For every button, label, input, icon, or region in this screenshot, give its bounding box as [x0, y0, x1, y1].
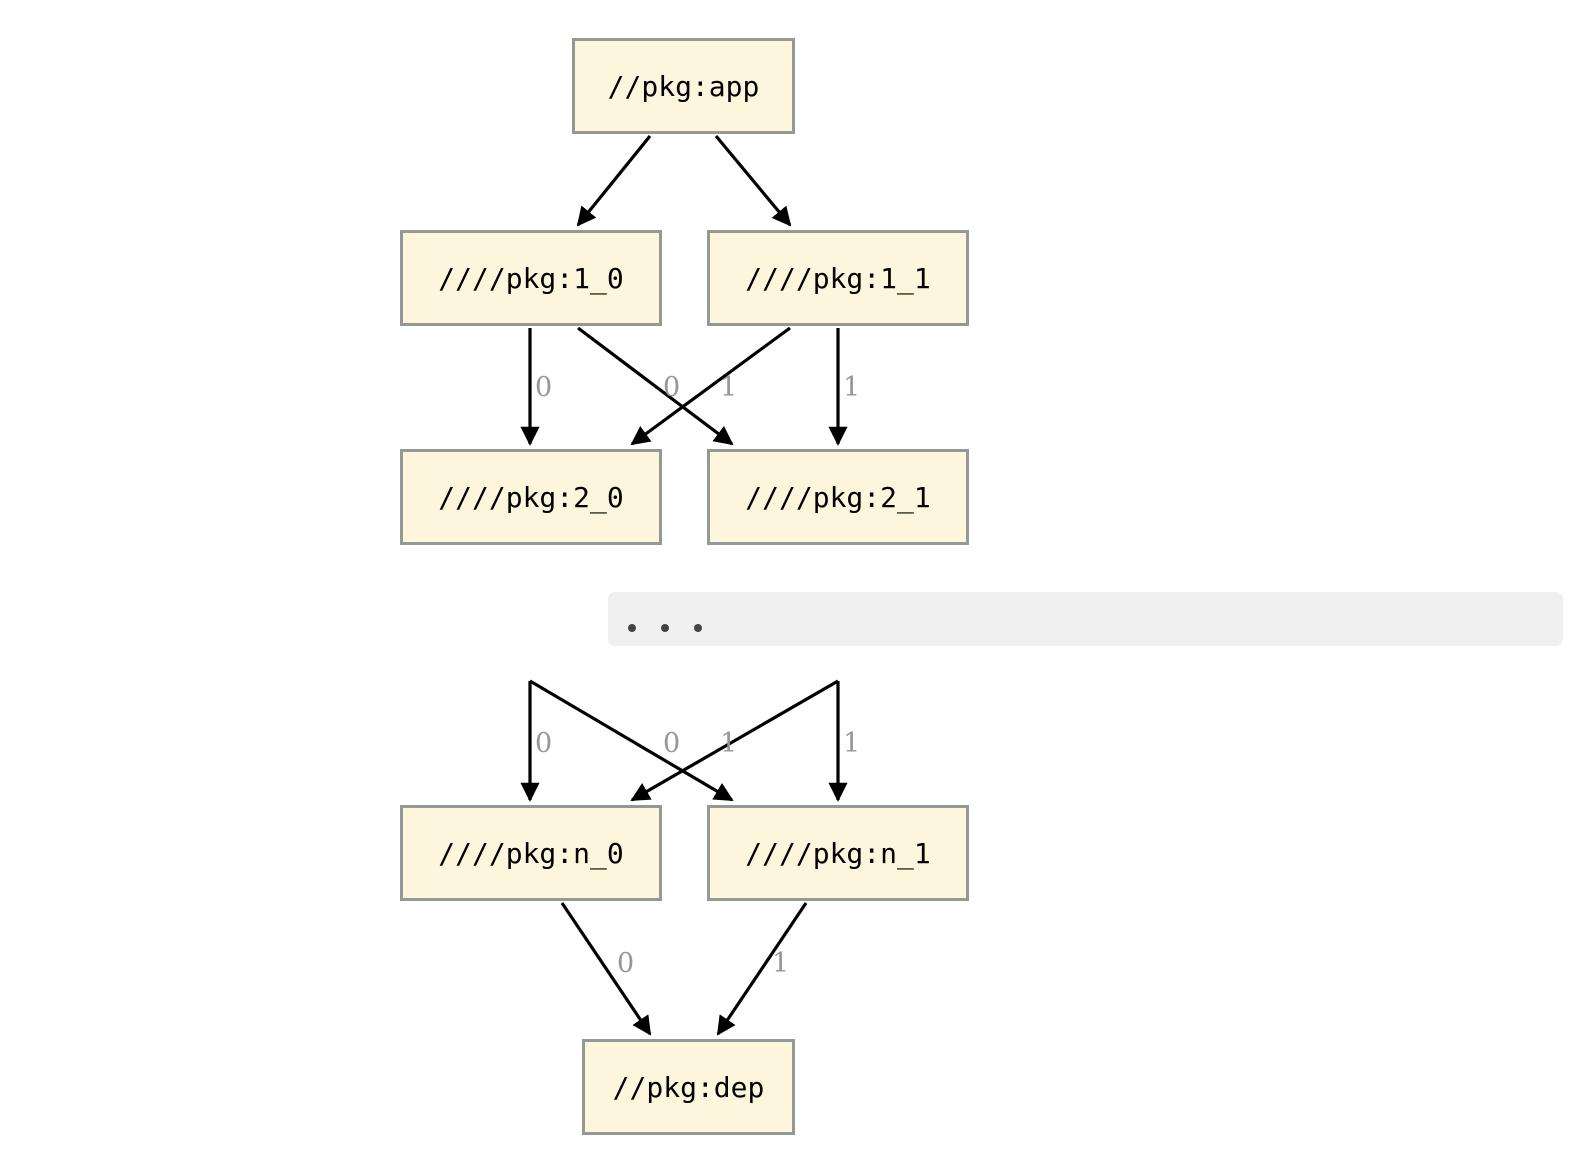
edge-label-ln_1-to-dep: 1 — [772, 948, 790, 979]
edge-hidden_b-to-ln_0 — [630, 679, 839, 802]
edge-label-ln_0-to-dep: 0 — [617, 948, 635, 979]
edge-label-l1_1-to-l2_0: 1 — [720, 372, 738, 403]
edge-label-l1_1-to-l2_1: 1 — [843, 372, 861, 403]
node-label: //pkg:dep — [612, 1070, 765, 1104]
edge-label-hidden_b-to-ln_1: 1 — [843, 728, 861, 759]
ellipsis-dot — [694, 624, 702, 632]
edge-app-to-l1_0 — [576, 134, 652, 227]
edge-hidden_a-to-ln_1 — [529, 679, 734, 802]
node-l2_0[interactable]: ////pkg:2_0 — [400, 449, 662, 545]
edge-ln_1-to-dep — [716, 902, 808, 1036]
node-app[interactable]: //pkg:app — [572, 38, 795, 134]
ellipsis-dot — [628, 624, 636, 632]
edge-label-hidden_a-to-ln_0: 0 — [535, 728, 553, 759]
node-l2_1[interactable]: ////pkg:2_1 — [707, 449, 969, 545]
node-ln_1[interactable]: ////pkg:n_1 — [707, 805, 969, 901]
edge-app-to-l1_1 — [714, 134, 792, 227]
node-label: ////pkg:2_1 — [745, 480, 931, 514]
edges-group — [520, 134, 848, 1036]
node-label: ////pkg:n_1 — [745, 836, 931, 870]
edge-label-l1_0-to-l2_1: 0 — [663, 372, 681, 403]
node-label: ////pkg:1_0 — [438, 261, 624, 295]
node-l1_1[interactable]: ////pkg:1_1 — [707, 230, 969, 326]
node-ln_0[interactable]: ////pkg:n_0 — [400, 805, 662, 901]
node-l1_0[interactable]: ////pkg:1_0 — [400, 230, 662, 326]
ellipsis-dot — [661, 624, 669, 632]
edge-l1_1-to-l2_0 — [630, 326, 791, 446]
node-label: //pkg:app — [607, 69, 760, 103]
edge-label-hidden_a-to-ln_1: 0 — [663, 728, 681, 759]
edge-label-hidden_b-to-ln_0: 1 — [720, 728, 738, 759]
edge-ln_0-to-dep — [560, 902, 652, 1036]
node-label: ////pkg:1_1 — [745, 261, 931, 295]
node-dep[interactable]: //pkg:dep — [582, 1039, 795, 1135]
ellipsis-band[interactable] — [608, 592, 1563, 646]
edge-l1_0-to-l2_1 — [577, 326, 734, 446]
ellipsis-dots — [628, 624, 702, 632]
edge-label-l1_0-to-l2_0: 0 — [535, 372, 553, 403]
node-label: ////pkg:2_0 — [438, 480, 624, 514]
node-label: ////pkg:n_0 — [438, 836, 624, 870]
